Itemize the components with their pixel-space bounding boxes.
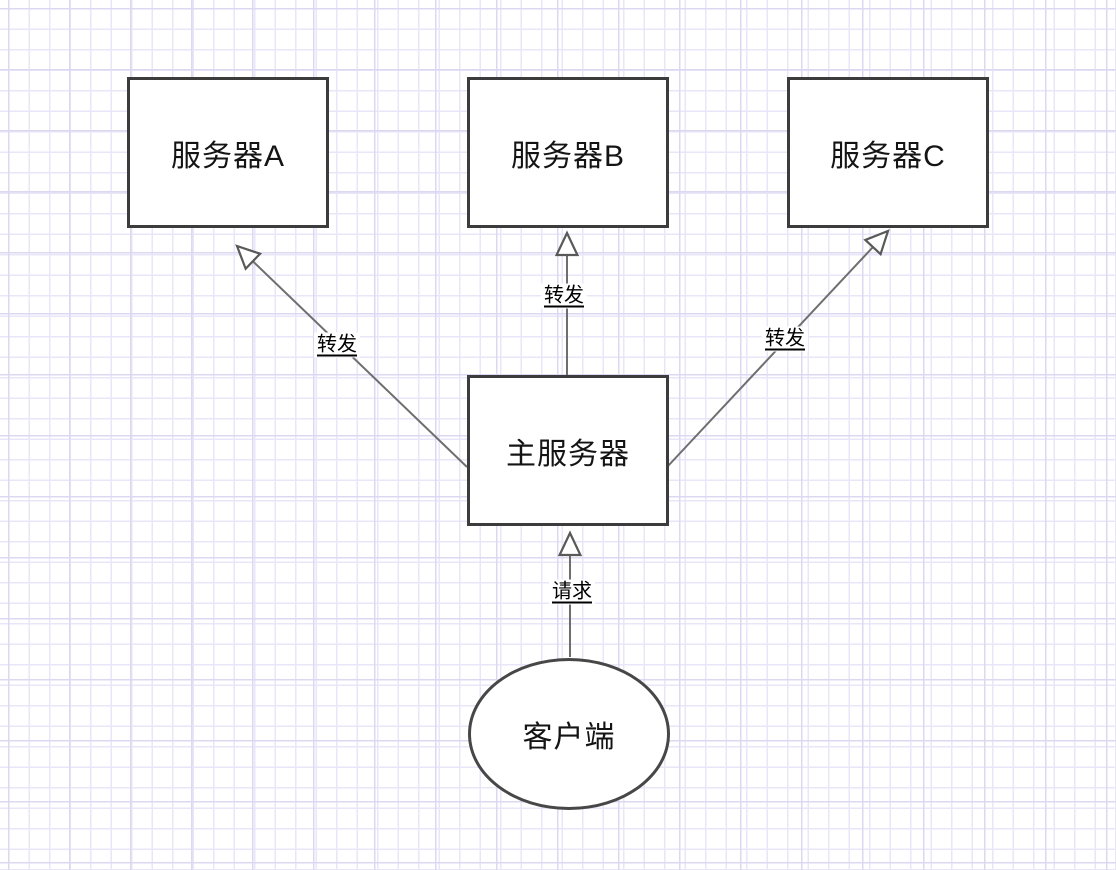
node-main-server[interactable]: 主服务器 bbox=[467, 375, 669, 526]
node-server-c[interactable]: 服务器C bbox=[787, 77, 989, 228]
node-server-b[interactable]: 服务器B bbox=[467, 77, 669, 228]
edge-label-forward-c[interactable]: 转发 bbox=[762, 326, 808, 352]
node-client[interactable]: 客户端 bbox=[468, 658, 670, 810]
edge-label-forward-a[interactable]: 转发 bbox=[314, 332, 360, 358]
node-server-a-label: 服务器A bbox=[170, 139, 285, 173]
node-server-b-label: 服务器B bbox=[510, 139, 625, 173]
edge-label-request[interactable]: 请求 bbox=[549, 579, 595, 605]
node-server-c-label: 服务器C bbox=[830, 139, 946, 173]
edge-label-forward-b[interactable]: 转发 bbox=[541, 283, 587, 309]
node-server-a[interactable]: 服务器A bbox=[127, 77, 329, 228]
node-main-server-label: 主服务器 bbox=[506, 437, 630, 471]
node-client-label: 客户端 bbox=[522, 721, 616, 754]
